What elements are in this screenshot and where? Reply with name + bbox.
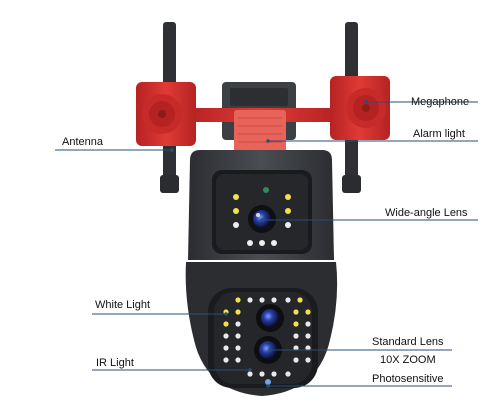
label-white-light: White Light [95, 299, 151, 311]
alarm-light-icon [234, 110, 286, 154]
label-wide-angle-lens: Wide-angle Lens [385, 207, 468, 219]
label-antenna: Antenna [62, 136, 103, 148]
label-standard-lens: Standard Lens [372, 336, 444, 348]
leader-dots [170, 100, 368, 388]
megaphone-right-icon [330, 76, 390, 140]
label-ir-light: IR Light [96, 357, 134, 369]
label-zoom: 10X ZOOM [380, 354, 436, 366]
label-alarm-light: Alarm light [413, 128, 465, 140]
upper-housing [188, 150, 334, 260]
label-photosensitive: Photosensitive [372, 373, 444, 385]
label-megaphone: Megaphone [411, 96, 470, 108]
lower-dome [185, 262, 338, 396]
megaphone-left-icon [136, 82, 196, 146]
leader-lines [55, 101, 478, 387]
